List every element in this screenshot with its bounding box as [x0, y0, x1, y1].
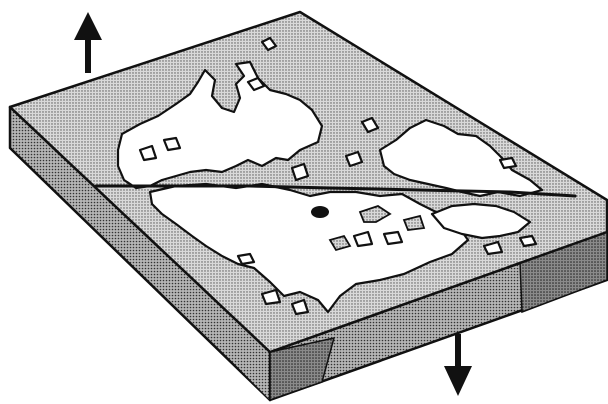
- location-marker: [311, 206, 329, 218]
- island-9: [262, 290, 280, 304]
- island-15: [164, 138, 180, 150]
- subsidence-arrowhead: [444, 366, 472, 396]
- uplift-arrow: [74, 12, 102, 73]
- island-5: [292, 164, 308, 180]
- island-8: [238, 254, 254, 264]
- island-14: [140, 146, 156, 160]
- subsidence-arrow: [444, 334, 472, 396]
- island-6: [354, 232, 372, 246]
- island-13: [500, 158, 516, 168]
- island-7: [384, 232, 402, 244]
- uplift-arrowhead: [74, 12, 102, 40]
- island-4: [346, 152, 362, 166]
- island-10: [292, 300, 308, 314]
- island-12: [520, 236, 536, 246]
